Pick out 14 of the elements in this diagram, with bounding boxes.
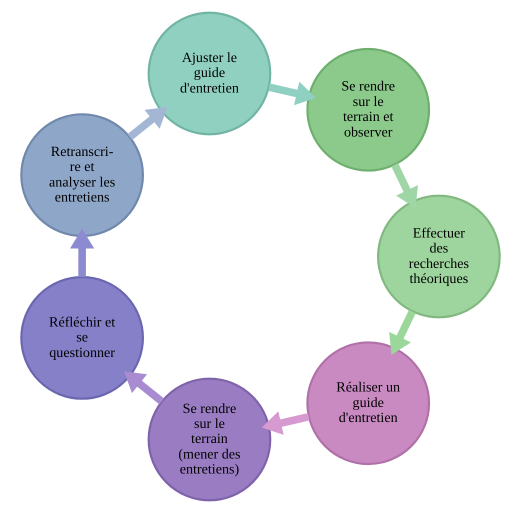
arrow — [268, 82, 316, 106]
arrow — [389, 310, 416, 355]
node-circle: Se rendre sur le terrain et observer — [306, 48, 430, 172]
arrow — [128, 106, 168, 140]
arrow — [70, 228, 94, 277]
node-circle: Ajuster le guide d'entretien — [148, 12, 272, 136]
arrow — [262, 411, 310, 435]
node-circle: Effectuer des recherches théoriques — [377, 194, 501, 318]
node-circle: Se rendre sur le terrain (mener des entretiens) — [148, 378, 272, 502]
arrow — [124, 371, 164, 404]
node-circle: Réaliser un guide d'entretien — [306, 341, 430, 466]
node-circle: Retranscri- re et analyser les entretiens — [20, 113, 144, 237]
arrow — [391, 163, 418, 208]
node-circle: Réfléchir et se questionner — [20, 276, 144, 400]
